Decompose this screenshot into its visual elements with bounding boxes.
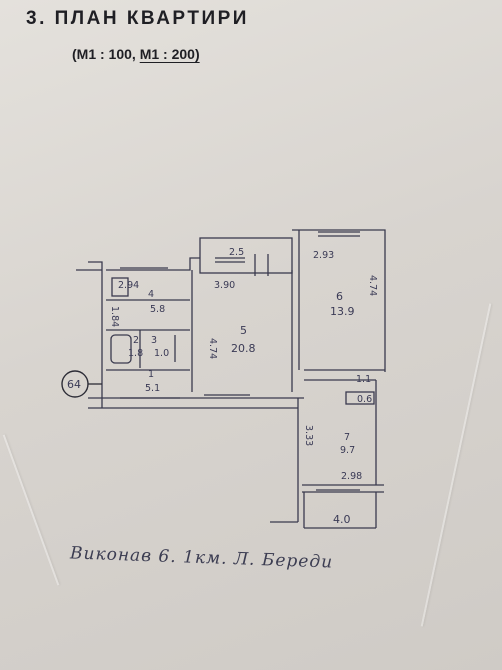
dim-closet-b: 0.6 xyxy=(357,394,372,405)
scale-secondary: M1 : 200) xyxy=(139,46,200,62)
dim-closet-a: 1.1 xyxy=(356,374,371,385)
dim-room4-width: 2.94 xyxy=(118,280,139,291)
dim-top-wall: 2.5 xyxy=(229,247,244,258)
room-5-area: 20.8 xyxy=(231,342,256,355)
room-5-number: 5 xyxy=(240,324,247,337)
room-4-area: 5.8 xyxy=(150,304,165,315)
balcony-area: 4.0 xyxy=(333,513,351,526)
room-4-number: 4 xyxy=(148,289,154,300)
dim-room5-length: 4.74 xyxy=(207,338,218,359)
room-1-number: 1 xyxy=(148,369,154,380)
room-3-area: 1.0 xyxy=(154,348,169,359)
dim-room6-width: 2.93 xyxy=(313,250,334,261)
room-6-number: 6 xyxy=(336,290,343,303)
scale-primary: (M1 : 100, xyxy=(72,46,140,62)
room-1-area: 5.1 xyxy=(145,383,160,394)
dim-room5-width: 3.90 xyxy=(214,280,235,291)
room-6-area: 13.9 xyxy=(330,305,355,318)
room-7-number: 7 xyxy=(344,432,350,443)
dim-room4-side: 1.84 xyxy=(109,306,120,327)
room-3-number: 3 xyxy=(151,335,157,346)
document-heading: 3. ПЛАН КВАРТИРИ xyxy=(26,8,249,29)
dim-room6-length: 4.74 xyxy=(367,275,378,296)
dim-room7-length: 3.33 xyxy=(303,425,314,446)
dim-room7-width: 2.98 xyxy=(341,471,362,482)
scale-note: (M1 : 100, M1 : 200) xyxy=(72,46,200,62)
entry-marker-label: 64 xyxy=(67,378,81,391)
room-7-area: 9.7 xyxy=(340,445,355,456)
room-2-number: 2 xyxy=(133,335,139,346)
plan-walls xyxy=(76,229,386,529)
room-2-area: 1.8 xyxy=(128,348,143,359)
